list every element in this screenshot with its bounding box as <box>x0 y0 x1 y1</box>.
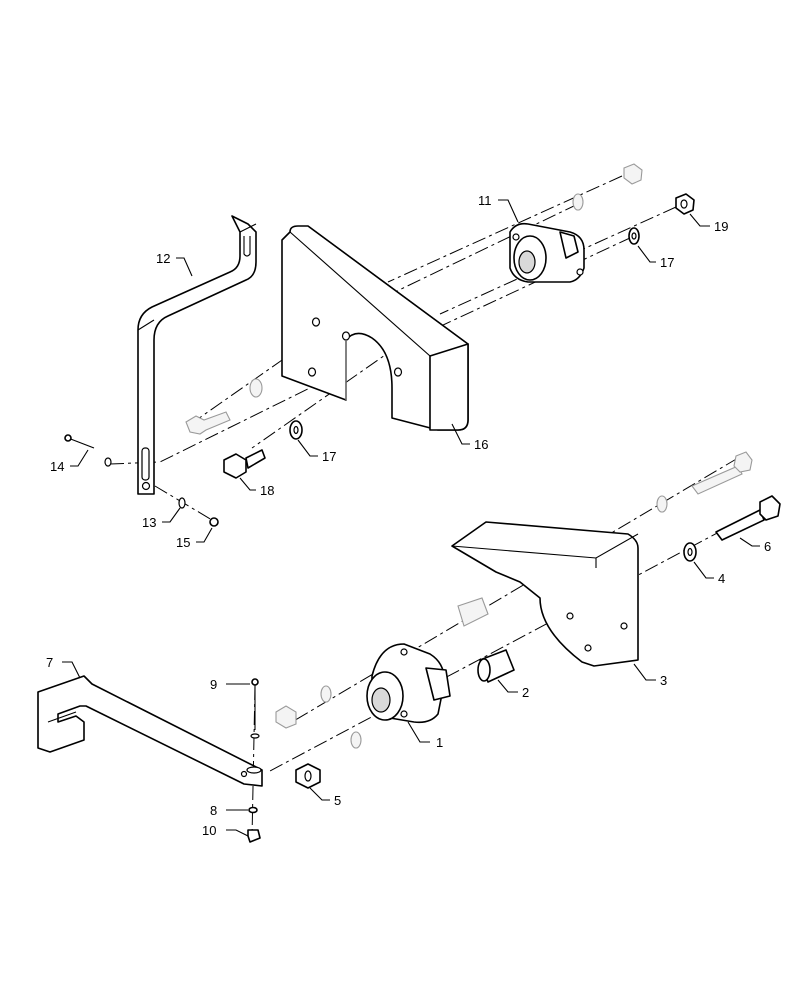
part-bolt-ghost <box>185 411 231 435</box>
part-6-bolt <box>715 495 781 541</box>
callout-4-label: 4 <box>718 571 725 586</box>
callout-3: 3 <box>633 663 667 688</box>
callout-16: 16 <box>451 423 488 452</box>
part-11-sensor <box>509 222 585 283</box>
callout-6-label: 6 <box>764 539 771 554</box>
part-12-bracket-arm <box>137 215 257 495</box>
callout-7: 7 <box>46 655 81 679</box>
part-17-washer-upper <box>628 227 640 245</box>
part-13-washer <box>178 497 186 509</box>
callout-15-label: 15 <box>176 535 190 550</box>
callout-9: 9 <box>210 677 250 692</box>
callout-16-label: 16 <box>474 437 488 452</box>
callout-10: 10 <box>202 823 249 838</box>
part-washer-9 <box>250 733 260 739</box>
part-16-mounting-bracket <box>281 225 469 431</box>
part-spacer-ghost <box>457 597 489 627</box>
callout-12: 12 <box>156 251 193 277</box>
callout-1: 1 <box>407 721 443 750</box>
part-lockwasher-upper <box>572 193 584 211</box>
callout-17b-label: 17 <box>322 449 336 464</box>
callout-17a: 17 <box>637 245 674 270</box>
part-1-sensor <box>366 643 451 724</box>
callout-19-label: 19 <box>714 219 728 234</box>
part-3-angle-bracket <box>451 521 639 667</box>
part-5-nut <box>295 763 321 789</box>
part-washer-14 <box>104 457 112 467</box>
callout-18-label: 18 <box>260 483 274 498</box>
part-10-nut <box>247 829 261 843</box>
callout-10-label: 10 <box>202 823 216 838</box>
callout-18: 18 <box>239 477 274 498</box>
callout-6: 6 <box>739 537 771 554</box>
callout-2-label: 2 <box>522 685 529 700</box>
callout-9-label: 9 <box>210 677 217 692</box>
callout-14-label: 14 <box>50 459 64 474</box>
callout-5-label: 5 <box>334 793 341 808</box>
part-19-nut <box>675 193 695 215</box>
part-nut-upper-ghost <box>623 163 643 185</box>
part-14-pin <box>64 434 95 449</box>
callout-8: 8 <box>210 803 248 818</box>
callout-3-label: 3 <box>660 673 667 688</box>
callout-12-label: 12 <box>156 251 170 266</box>
callout-5: 5 <box>309 787 341 808</box>
callout-17b: 17 <box>297 439 336 464</box>
part-lockwasher-left <box>249 378 263 398</box>
part-lockwasher-lower-left <box>320 685 362 749</box>
part-nut-lower-ghost <box>275 705 297 729</box>
part-8-washer <box>248 806 258 814</box>
part-4-washer <box>683 542 697 562</box>
callout-14: 14 <box>50 449 89 474</box>
part-7-arm <box>37 675 263 787</box>
callout-17a-label: 17 <box>660 255 674 270</box>
callout-1-label: 1 <box>436 735 443 750</box>
part-2-spacer <box>477 649 515 683</box>
callout-8-label: 8 <box>210 803 217 818</box>
part-18-bolt <box>223 449 266 479</box>
part-15-nut <box>209 517 219 527</box>
part-lockwasher-lower-ghost <box>656 495 668 513</box>
part-bolt-ghost-lower <box>691 451 753 495</box>
callout-19: 19 <box>689 213 728 234</box>
callout-15: 15 <box>176 527 213 550</box>
callout-11: 11 <box>478 193 519 223</box>
callout-13: 13 <box>142 507 181 530</box>
callout-7-label: 7 <box>46 655 53 670</box>
callout-11-label: 11 <box>478 193 492 208</box>
part-9-bolt <box>251 678 259 730</box>
callout-4: 4 <box>693 561 725 586</box>
callout-2: 2 <box>497 679 529 700</box>
part-17-washer-left <box>289 420 303 440</box>
callout-13-label: 13 <box>142 515 156 530</box>
